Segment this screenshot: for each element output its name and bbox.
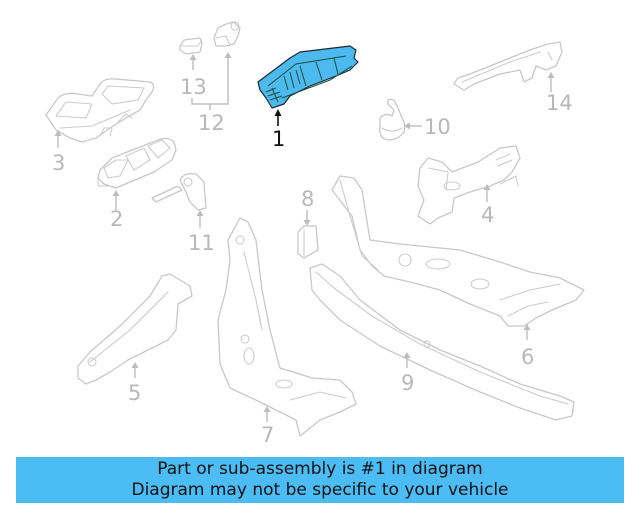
callout-5: 5 (128, 381, 141, 405)
part-3-dual-vent[interactable] (45, 78, 155, 143)
callout-9: 9 (401, 371, 414, 395)
part-5-angled-duct[interactable] (77, 273, 193, 385)
part-9-floor-duct[interactable] (309, 263, 575, 421)
part-13-cap[interactable] (179, 37, 203, 55)
callout-12: 12 (198, 111, 225, 135)
callout-10: 10 (424, 115, 451, 139)
part-4-bracket[interactable] (417, 145, 521, 225)
callout-3: 3 (52, 151, 65, 175)
part-14-trim[interactable] (453, 41, 563, 91)
callout-11: 11 (188, 231, 215, 255)
callout-14: 14 (546, 91, 573, 115)
part-2-triple-vent[interactable] (97, 137, 177, 189)
callout-2: 2 (110, 207, 123, 231)
callout-1: 1 (272, 127, 285, 151)
part-11-actuator[interactable] (151, 172, 207, 211)
callout-4: 4 (481, 203, 494, 227)
part-1-duct-highlighted[interactable] (257, 45, 359, 109)
callout-6: 6 (521, 345, 534, 369)
info-banner: Part or sub-assembly is #1 in diagram Di… (16, 457, 624, 503)
banner-line-part: Part or sub-assembly is #1 in diagram (157, 459, 483, 479)
callout-13: 13 (180, 75, 207, 99)
callout-8: 8 (301, 187, 314, 211)
part-7-tall-duct[interactable] (217, 217, 357, 437)
part-10-knob[interactable] (379, 98, 406, 141)
callout-7: 7 (261, 423, 274, 447)
banner-line-disclaimer: Diagram may not be specific to your vehi… (131, 480, 509, 500)
part-6-cross-duct[interactable] (331, 175, 585, 327)
part-8-block[interactable] (297, 225, 319, 259)
part-12-clip[interactable] (213, 21, 241, 47)
